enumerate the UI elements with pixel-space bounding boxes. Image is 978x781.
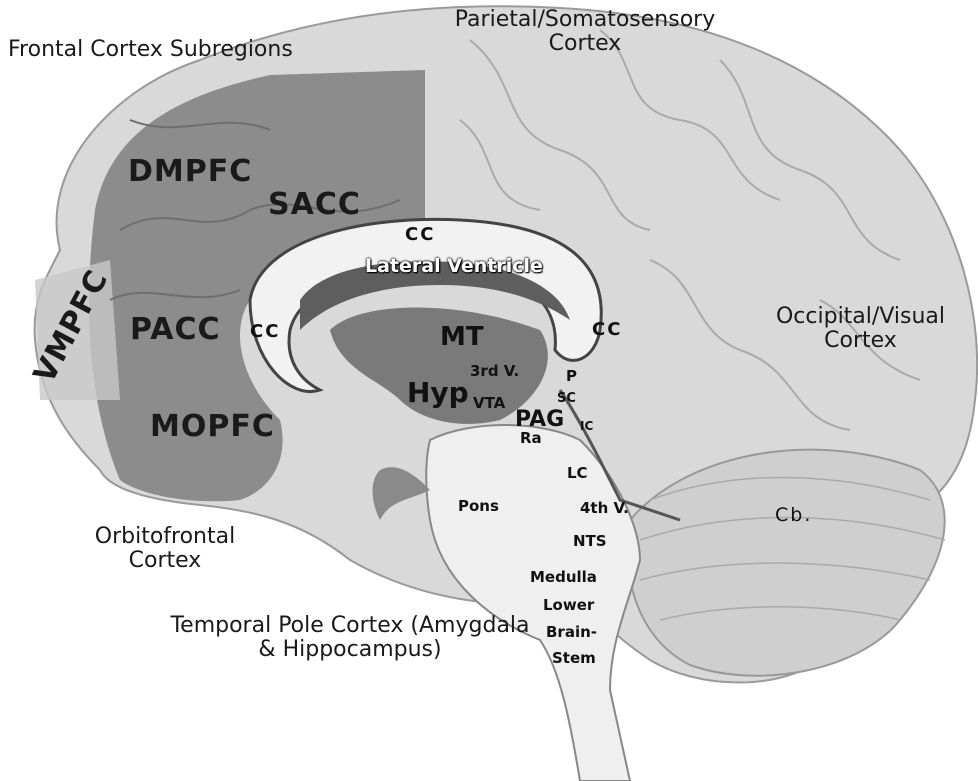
- label-occipital: Occipital/Visual Cortex: [775, 304, 945, 354]
- label-hyp: Hyp: [407, 376, 469, 409]
- label-lc: LC: [567, 464, 588, 482]
- label-temporal: Temporal Pole Cortex (Amygdala & Hippoca…: [170, 613, 530, 663]
- label-sc: SC: [557, 391, 576, 406]
- label-lower: Lower: [543, 596, 595, 614]
- label-ra: Ra: [520, 429, 542, 447]
- lateral-ventricle-area: [300, 261, 570, 330]
- label-sacc: SACC: [268, 187, 361, 222]
- label-brain: Brain-: [546, 623, 597, 641]
- gyri-lines: [459, 29, 921, 431]
- label-medulla: Medulla: [530, 568, 597, 586]
- label-parietal: Parietal/Somatosensory Cortex: [454, 7, 716, 57]
- label-cc-front: CC: [250, 321, 281, 342]
- label-cb: Cb.: [775, 504, 813, 526]
- label-pag: PAG: [515, 407, 565, 432]
- corpus-callosum: [248, 217, 603, 393]
- brainstem: [425, 424, 642, 781]
- label-ic: IC: [580, 419, 594, 433]
- label-4th-ventricle: 4th V.: [580, 499, 629, 517]
- label-vta: VTA: [473, 394, 506, 412]
- label-stem: Stem: [552, 649, 596, 667]
- label-pons: Pons: [458, 497, 499, 515]
- pituitary: [372, 467, 430, 520]
- label-orbitofrontal: Orbitofrontal Cortex: [94, 524, 236, 574]
- label-3rd-ventricle: 3rd V.: [470, 362, 520, 380]
- label-nts: NTS: [573, 532, 607, 550]
- label-lateral-ventricle: Lateral Ventricle: [365, 255, 543, 277]
- label-dmpfc: DMPFC: [128, 154, 253, 189]
- label-mt: MT: [440, 322, 484, 352]
- label-frontal-subregions: Frontal Cortex Subregions: [8, 37, 293, 62]
- label-mopfc: MOPFC: [150, 409, 275, 444]
- label-pacc: PACC: [130, 312, 221, 347]
- vmpfc-region: [35, 260, 120, 400]
- label-cc-top: CC: [405, 224, 436, 245]
- thalamus: [330, 307, 548, 424]
- label-p: P: [566, 367, 577, 385]
- label-cc-back: CC: [592, 319, 623, 340]
